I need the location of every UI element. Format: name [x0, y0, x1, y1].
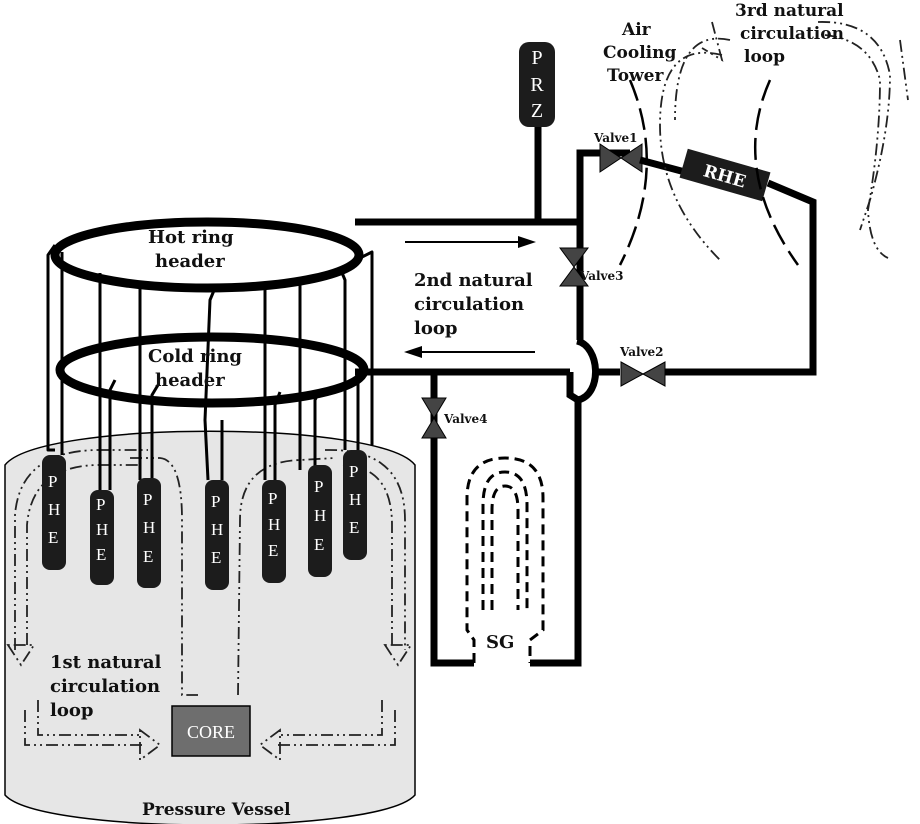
sg-label: SG — [486, 632, 514, 653]
svg-text:loop: loop — [50, 700, 93, 721]
svg-text:P: P — [314, 477, 323, 496]
svg-text:loop: loop — [744, 47, 785, 67]
svg-text:E: E — [349, 518, 359, 537]
svg-text:Tower: Tower — [607, 66, 664, 86]
svg-text:E: E — [143, 547, 153, 566]
svg-text:Pressure Vessel: Pressure Vessel — [142, 800, 291, 820]
svg-text:H: H — [48, 500, 60, 519]
svg-text:circulation: circulation — [740, 24, 844, 44]
phe-units — [42, 450, 367, 590]
svg-text:H: H — [96, 520, 108, 539]
svg-text:H: H — [268, 515, 280, 534]
valve-2 — [620, 361, 666, 387]
svg-text:Cooling: Cooling — [603, 43, 676, 63]
svg-text:Hot ring: Hot ring — [148, 227, 234, 248]
phe-unit-3 — [137, 478, 161, 588]
steam-generator — [465, 456, 545, 663]
cold-ring-header-label: Cold ring header — [148, 346, 242, 391]
svg-text:P: P — [143, 490, 152, 509]
svg-text:loop: loop — [414, 318, 457, 339]
secondary-loop-piping — [355, 125, 817, 667]
first-loop-label: 1st natural circulation loop — [50, 652, 162, 721]
svg-text:H: H — [314, 506, 326, 525]
svg-text:SG: SG — [486, 632, 514, 653]
reactor-core: CORE — [171, 705, 251, 757]
air-cooling-tower-label: Air Cooling Tower — [603, 20, 676, 86]
second-loop-label: 2nd natural circulation loop — [414, 270, 533, 339]
svg-text:E: E — [268, 541, 278, 560]
second-loop-direction-arrows — [404, 236, 536, 358]
valve-3-label: Valve3 — [579, 269, 624, 283]
phe-unit-7 — [343, 450, 367, 560]
rhe-heat-exchanger: RHE — [639, 148, 771, 202]
valve-4-label: Valve4 — [443, 412, 488, 426]
phe-labels: P H E P H E P H E P H E P H E P H E P H … — [48, 462, 361, 567]
svg-text:P: P — [268, 489, 277, 508]
air-cooling-tower — [618, 79, 800, 266]
valve-4 — [421, 397, 447, 439]
svg-text:R: R — [530, 74, 544, 96]
pressurizer: P R Z — [519, 42, 555, 127]
svg-text:Cold ring: Cold ring — [148, 346, 242, 367]
valve-1 — [599, 143, 643, 173]
valve-3 — [559, 247, 589, 287]
hot-ring-header-label: Hot ring header — [148, 227, 234, 272]
valve-1-label: Valve1 — [593, 131, 638, 145]
svg-text:3rd natural: 3rd natural — [735, 1, 844, 21]
svg-text:circulation: circulation — [50, 676, 160, 697]
pressure-vessel-label: Pressure Vessel — [142, 800, 291, 820]
third-loop-flow-arrows — [659, 21, 909, 261]
svg-text:1st natural: 1st natural — [50, 652, 162, 673]
phe-unit-4 — [205, 480, 229, 590]
svg-text:P: P — [211, 492, 220, 511]
phe-unit-1 — [42, 455, 66, 570]
svg-text:P: P — [349, 462, 358, 481]
third-loop-label: 3rd natural circulation loop — [735, 1, 844, 67]
svg-text:P: P — [48, 472, 57, 491]
svg-text:E: E — [211, 548, 221, 567]
svg-text:H: H — [143, 518, 155, 537]
svg-text:Air: Air — [621, 20, 652, 40]
svg-text:circulation: circulation — [414, 294, 524, 315]
svg-text:E: E — [96, 545, 106, 564]
svg-text:2nd natural: 2nd natural — [414, 270, 533, 291]
phe-unit-2 — [90, 490, 114, 585]
svg-text:P: P — [531, 47, 542, 69]
svg-text:header: header — [155, 251, 225, 272]
valve-labels: Valve1 Valve2 Valve3 Valve4 — [443, 131, 664, 426]
phe-unit-5 — [262, 480, 286, 583]
valve-2-label: Valve2 — [619, 345, 664, 359]
phe-unit-6 — [308, 465, 332, 577]
svg-text:E: E — [48, 528, 58, 547]
svg-text:E: E — [314, 535, 324, 554]
svg-text:header: header — [155, 370, 225, 391]
svg-text:Z: Z — [531, 100, 543, 122]
svg-text:P: P — [96, 495, 105, 514]
svg-text:H: H — [349, 490, 361, 509]
svg-text:CORE: CORE — [187, 722, 235, 742]
svg-text:H: H — [211, 520, 223, 539]
hot-ring-header — [50, 217, 364, 293]
